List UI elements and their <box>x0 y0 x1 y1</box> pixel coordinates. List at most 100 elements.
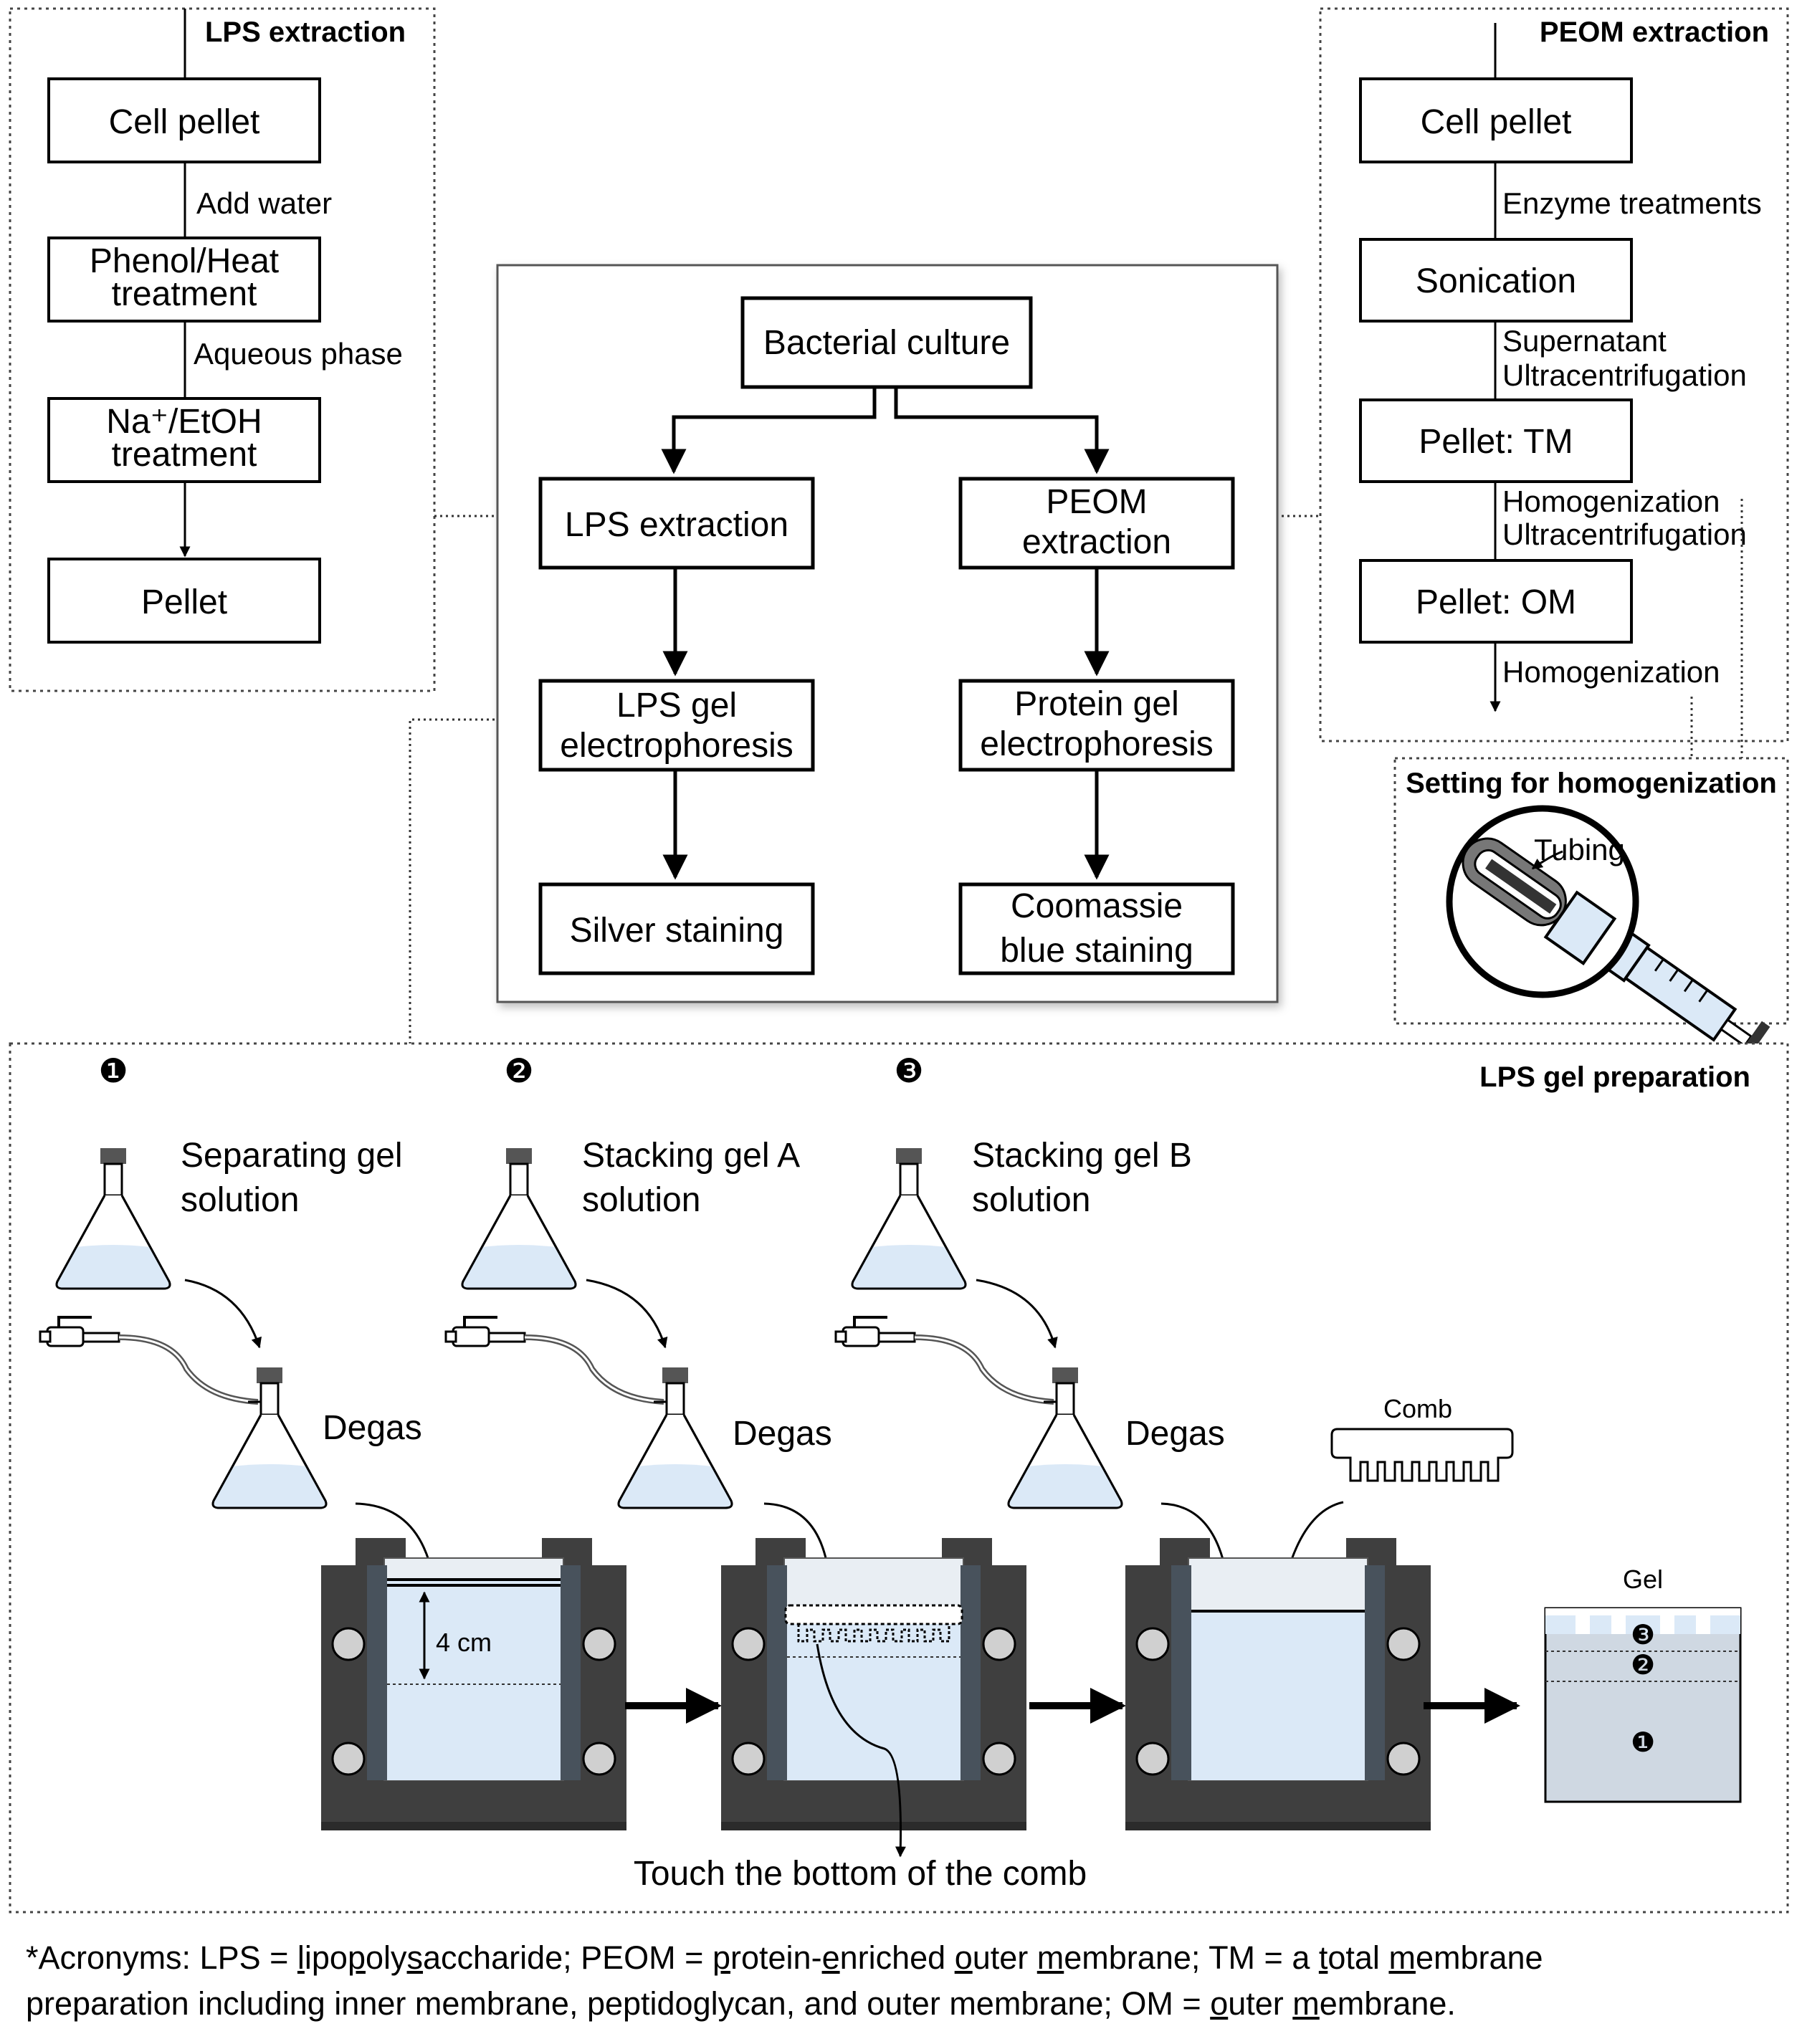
bacterial-culture-box <box>740 296 1033 389</box>
degas-3-label: Degas <box>1125 1415 1225 1453</box>
comb-label: Comb <box>1383 1394 1452 1423</box>
peom-step-2-label: Sonication <box>1416 262 1576 300</box>
lps-step-1-label: Cell pellet <box>109 103 260 141</box>
fn-part: p <box>347 1939 366 1976</box>
gel-chamber-3 <box>1124 1537 1432 1832</box>
fn-part: l <box>297 1939 305 1976</box>
degas-1-label: Degas <box>323 1409 422 1447</box>
fn-part: ipo <box>304 1939 348 1976</box>
step-marker-1: ❶ <box>98 1052 128 1089</box>
degas-2-label: Degas <box>733 1415 832 1453</box>
homogenization-panel-title: Setting for homogenization <box>1406 768 1777 799</box>
right-2-line-2: electrophoresis <box>980 725 1214 763</box>
lps-arrow-label-1: Add water <box>196 186 332 220</box>
comb-icon <box>1330 1428 1514 1482</box>
peom-step-3-label: Pellet: TM <box>1419 423 1573 461</box>
fn-part: accharide; PEOM = <box>423 1939 712 1976</box>
height-label: 4 cm <box>436 1628 492 1657</box>
lps-step-na-etoh <box>47 397 321 483</box>
fn-part: p <box>712 1939 730 1976</box>
solution-3-line-2: solution <box>972 1181 1090 1219</box>
peom-step-1-label: Cell pellet <box>1421 103 1572 141</box>
fn-part: o <box>954 1939 973 1976</box>
center-flow-panel: Bacterial culture LPS extraction LPS gel… <box>496 264 1279 1003</box>
fn-part: m <box>1388 1939 1416 1976</box>
lps-step-4-label: Pellet <box>141 583 227 621</box>
lps-step-3-line-1: Na⁺/EtOH <box>106 403 262 441</box>
gel-slab <box>1544 1607 1742 1803</box>
peom-step-pellet-om <box>1359 559 1633 644</box>
silver-staining-box <box>538 882 815 975</box>
fn-part: e <box>821 1939 840 1976</box>
right-1-line-1: PEOM <box>1046 483 1147 521</box>
right-1-line-2: extraction <box>1022 523 1171 561</box>
footnote-line-1: *Acronyms: LPS = lipopolysaccharide; PEO… <box>26 1935 1775 1981</box>
peom-extraction-box <box>958 477 1235 570</box>
footnote-line-2: preparation including inner membrane, pe… <box>26 1981 1775 2027</box>
fn-part: s <box>406 1939 424 1976</box>
lps-step-phenol-heat <box>47 237 321 323</box>
left-1-label: LPS extraction <box>565 506 788 544</box>
lps-gel-preparation-panel: LPS gel preparation ❶ ❷ ❸ Separating gel… <box>9 1042 1789 1914</box>
peom-step-cell-pellet <box>1359 77 1633 163</box>
lps-step-pellet <box>47 558 321 644</box>
step-marker-3: ❸ <box>894 1052 923 1089</box>
acronyms-footnote: *Acronyms: LPS = lipopolysaccharide; PEO… <box>26 1935 1775 2027</box>
solution-3-line-1: Stacking gel B <box>972 1137 1192 1175</box>
left-3-label: Silver staining <box>570 912 784 950</box>
fn-part: m <box>1292 1985 1320 2022</box>
peom-extraction-panel: PEOM extraction Cell pellet Enzyme treat… <box>1319 7 1789 742</box>
fn-part: t <box>1318 1939 1328 1976</box>
right-3-line-2: blue staining <box>1000 932 1193 970</box>
lps-step-2-line-2: treatment <box>112 275 257 313</box>
right-3-line-1: Coomassie <box>1011 887 1183 925</box>
fn-part: *Acronyms: LPS = <box>26 1939 297 1976</box>
gel-marker-1: ❶ <box>1631 1728 1655 1758</box>
gel-chamber-1 <box>320 1537 628 1832</box>
fn-part: nriched <box>839 1939 955 1976</box>
tubing-label: Tubing <box>1534 833 1625 866</box>
fn-part: preparation including inner membrane, pe… <box>26 1985 1211 2022</box>
lps-extraction-panel: LPS extraction Cell pellet Add water Phe… <box>9 7 436 692</box>
lps-extraction-box <box>538 477 815 570</box>
fn-part: embrane <box>1415 1939 1543 1976</box>
fn-part: m <box>1036 1939 1064 1976</box>
magnifier-icon <box>1446 805 1639 998</box>
left-2-line-2: electrophoresis <box>560 727 793 765</box>
lps-panel-title: LPS extraction <box>205 16 406 48</box>
coomassie-staining-box <box>958 882 1235 975</box>
solution-2-line-2: solution <box>582 1181 700 1219</box>
root-label: Bacterial culture <box>763 324 1010 362</box>
fn-part: o <box>1210 1985 1229 2022</box>
solution-2-line-1: Stacking gel A <box>582 1137 800 1175</box>
lps-step-3-line-2: treatment <box>112 436 257 474</box>
fn-part: embrane. <box>1319 1985 1456 2022</box>
fn-part: uter <box>1228 1985 1293 2022</box>
gel-panel-title: LPS gel preparation <box>1479 1061 1750 1093</box>
left-2-line-1: LPS gel <box>616 687 737 725</box>
homogenization-panel: Setting for homogenization <box>1393 757 1789 1067</box>
fn-part: rotein- <box>730 1939 822 1976</box>
lps-arrow-label-2: Aqueous phase <box>194 337 403 371</box>
gel-chamber-2 <box>720 1537 1028 1832</box>
peom-panel-title: PEOM extraction <box>1540 16 1769 48</box>
peom-arrow-label-4: Homogenization <box>1502 484 1720 518</box>
peom-arrow-label-1: Enzyme treatments <box>1502 186 1762 220</box>
solution-1-line-1: Separating gel <box>181 1137 403 1175</box>
lps-step-2-line-1: Phenol/Heat <box>90 242 279 280</box>
fn-part: embrane; TM = a <box>1064 1939 1319 1976</box>
gel-label: Gel <box>1623 1565 1663 1594</box>
right-2-line-1: Protein gel <box>1014 685 1178 723</box>
fn-part: uter <box>972 1939 1037 1976</box>
lps-step-cell-pellet <box>47 77 321 163</box>
peom-arrow-label-6: Homogenization <box>1502 655 1720 689</box>
touch-comb-label: Touch the bottom of the comb <box>634 1855 1087 1893</box>
peom-step-4-label: Pellet: OM <box>1416 583 1576 621</box>
gel-marker-3: ❸ <box>1631 1620 1655 1651</box>
step-marker-2: ❷ <box>504 1052 533 1089</box>
solution-1-line-2: solution <box>181 1181 299 1219</box>
gel-marker-2: ❷ <box>1631 1651 1655 1681</box>
peom-arrow-label-2: Supernatant <box>1502 324 1667 358</box>
